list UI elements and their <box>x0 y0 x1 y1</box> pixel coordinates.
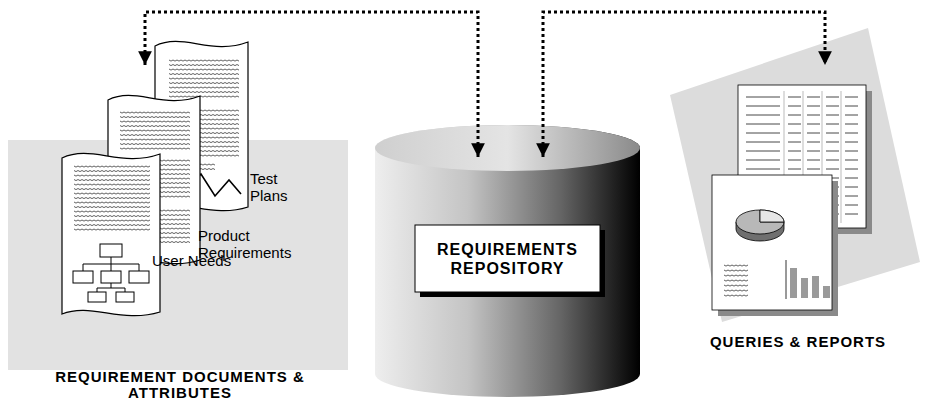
node-label: User Needs <box>152 252 252 269</box>
node-outline <box>62 150 160 320</box>
node-label: Test Plans <box>250 170 290 204</box>
node-label: REQUIREMENT DOCUMENTS & ATTRIBUTES <box>55 369 305 401</box>
repository-cylinder: REQUIREMENTS REPOSITORY <box>375 125 640 397</box>
reports-panel: QUERIES & REPORTS <box>668 65 923 355</box>
dotted-connector <box>543 12 825 157</box>
document-page: User Needs <box>62 150 160 320</box>
node-outline <box>668 65 923 355</box>
dotted-connector <box>145 12 478 157</box>
document-group: REQUIREMENT DOCUMENTS & ATTRIBUTES Test P… <box>5 65 350 400</box>
node-label: REQUIREMENTS REPOSITORY <box>415 225 600 292</box>
node-label: QUERIES & REPORTS <box>673 333 923 350</box>
